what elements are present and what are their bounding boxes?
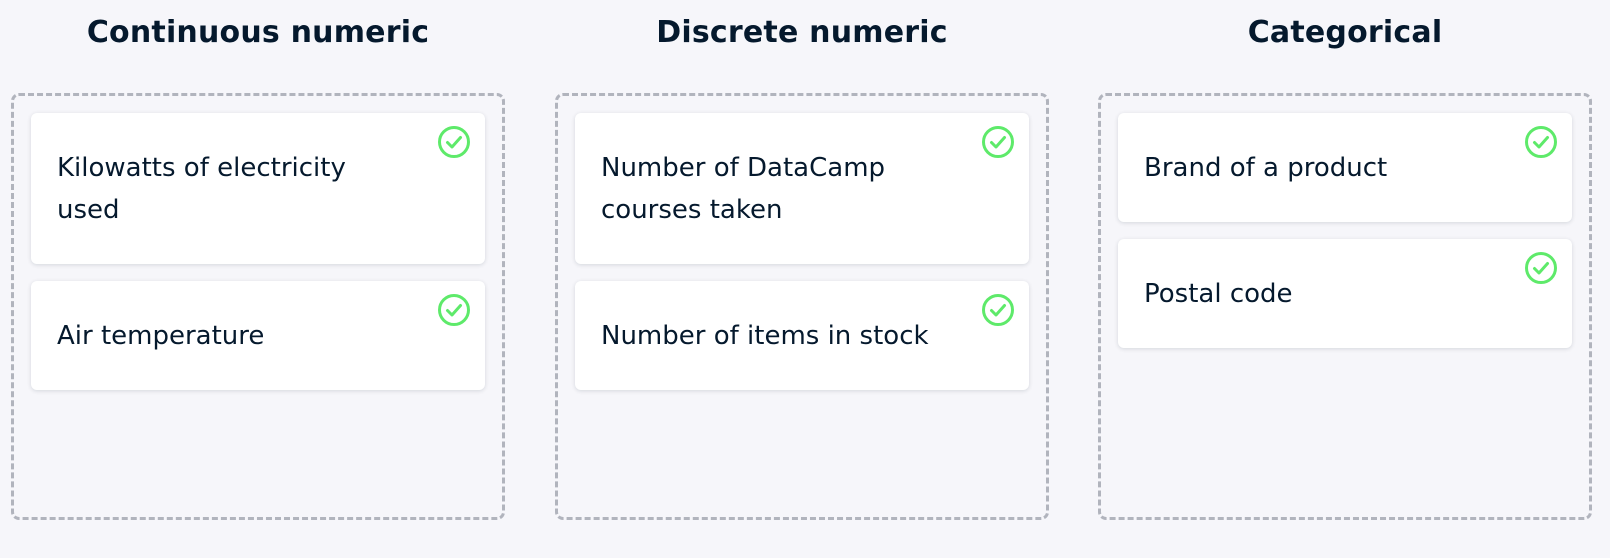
check-circle-icon: [982, 126, 1014, 158]
card-label: Number of items in stock: [601, 320, 929, 351]
draggable-card[interactable]: Postal code: [1118, 239, 1572, 348]
check-circle-icon: [438, 126, 470, 158]
column-title: Categorical: [1247, 15, 1443, 50]
category-column-continuous-numeric: Continuous numeric Kilowatts of electric…: [11, 0, 505, 520]
check-circle-icon: [1525, 252, 1557, 284]
draggable-card[interactable]: Air temperature: [31, 281, 485, 390]
check-circle-icon: [982, 294, 1014, 326]
drop-zone[interactable]: Number of DataCamp courses taken Number …: [555, 93, 1049, 520]
card-label: Brand of a product: [1144, 152, 1388, 183]
category-column-categorical: Categorical Brand of a product Postal co…: [1098, 0, 1592, 520]
category-column-discrete-numeric: Discrete numeric Number of DataCamp cour…: [555, 0, 1049, 520]
draggable-card[interactable]: Kilowatts of electricity used: [31, 113, 485, 264]
card-label: Kilowatts of electricity used: [57, 152, 346, 225]
column-title: Continuous numeric: [86, 15, 430, 50]
column-title: Discrete numeric: [656, 15, 948, 50]
drop-zone[interactable]: Brand of a product Postal code: [1098, 93, 1592, 520]
card-label: Number of DataCamp courses taken: [601, 152, 886, 225]
card-label: Postal code: [1144, 278, 1293, 309]
draggable-card[interactable]: Number of items in stock: [575, 281, 1029, 390]
card-label: Air temperature: [57, 320, 265, 351]
check-circle-icon: [1525, 126, 1557, 158]
check-circle-icon: [438, 294, 470, 326]
draggable-card[interactable]: Brand of a product: [1118, 113, 1572, 222]
drop-zone[interactable]: Kilowatts of electricity used Air temper…: [11, 93, 505, 520]
draggable-card[interactable]: Number of DataCamp courses taken: [575, 113, 1029, 264]
